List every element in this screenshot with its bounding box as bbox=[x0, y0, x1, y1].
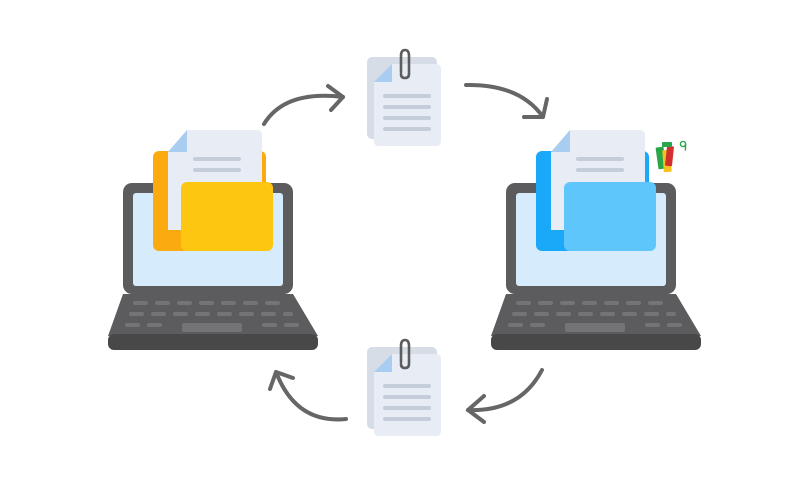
laptop-base bbox=[108, 334, 318, 350]
left-laptop bbox=[108, 130, 318, 350]
flow-arrows bbox=[262, 82, 549, 424]
arrow-right-laptop-to-bottom-document bbox=[466, 368, 544, 424]
arrow-bottom-document-to-left-laptop bbox=[268, 370, 348, 422]
yellow-folder-icon bbox=[153, 130, 273, 251]
top-document-icon bbox=[367, 48, 441, 146]
keyboard-keys bbox=[125, 301, 299, 332]
paperclip-icon bbox=[399, 338, 411, 370]
paperclip-icon bbox=[399, 48, 411, 80]
arrow-top-document-to-right-laptop bbox=[464, 82, 549, 119]
logo-badge-icon bbox=[655, 140, 687, 173]
arrow-left-laptop-to-top-document bbox=[262, 84, 345, 126]
blue-folder-icon bbox=[536, 130, 656, 251]
bottom-document-icon bbox=[367, 338, 441, 436]
keyboard-keys bbox=[508, 301, 682, 332]
laptop-base bbox=[491, 334, 701, 350]
right-laptop bbox=[491, 130, 701, 350]
